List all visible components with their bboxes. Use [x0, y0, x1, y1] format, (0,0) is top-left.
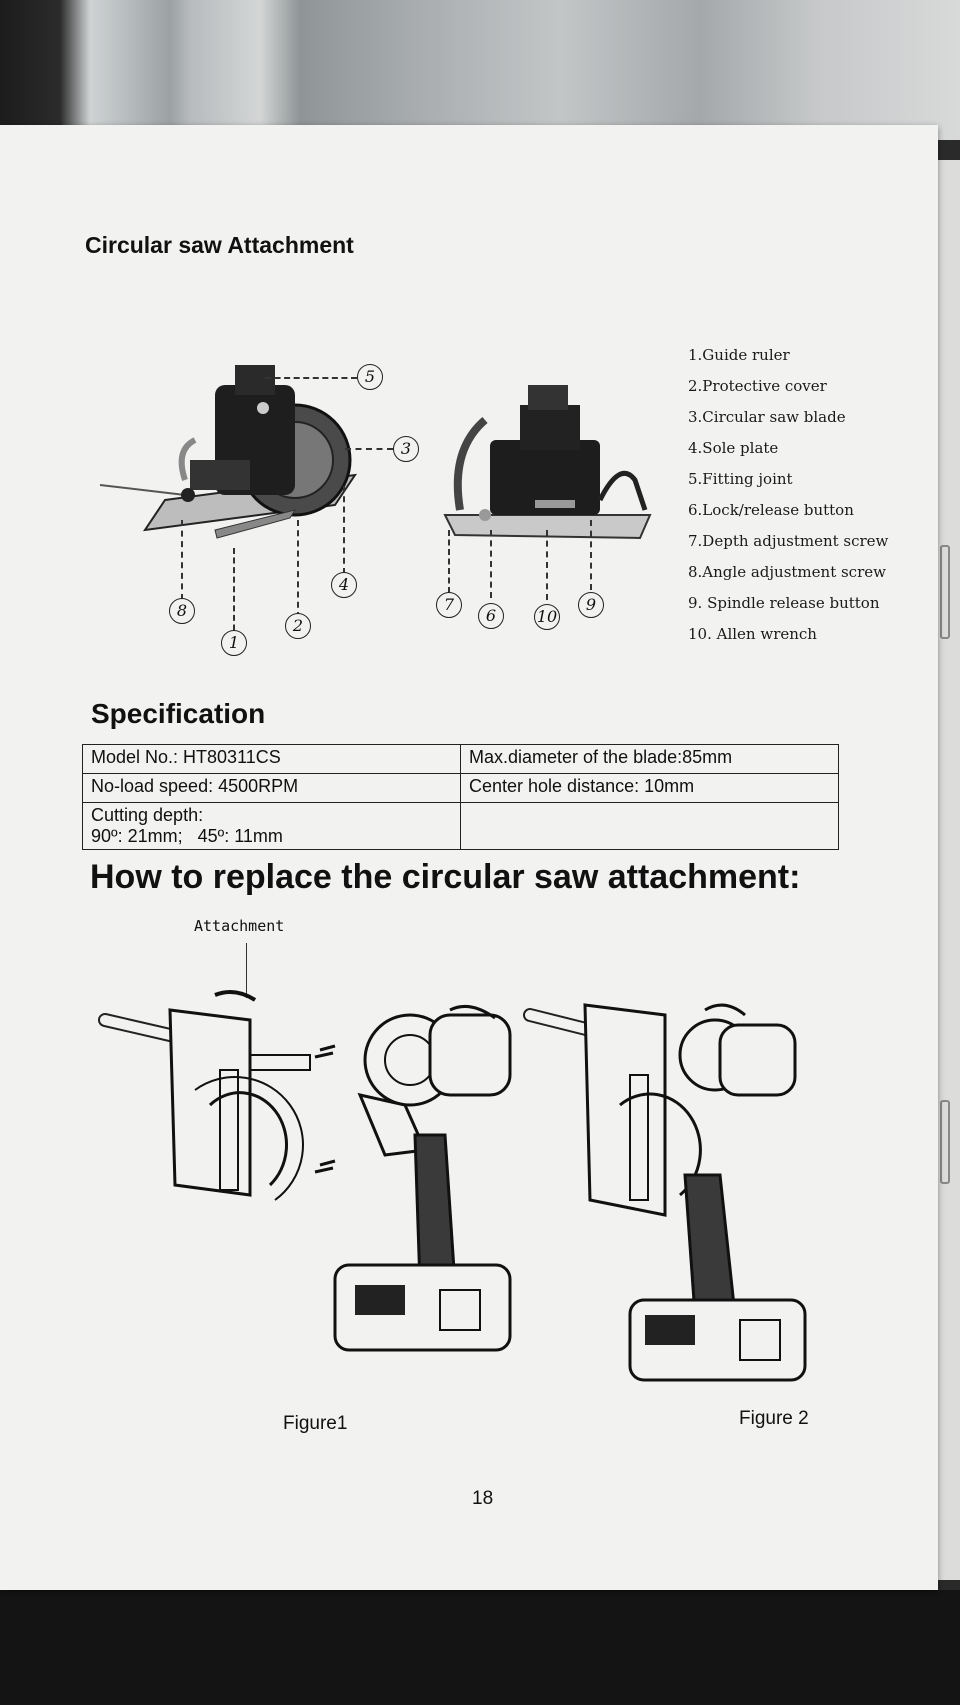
callout-2: 2 — [285, 613, 311, 639]
leader-line — [181, 520, 183, 600]
leader-line — [343, 486, 345, 574]
leader-line — [448, 530, 450, 593]
legend-item: 5.Fitting joint — [688, 470, 793, 488]
callout-4: 4 — [331, 572, 357, 598]
legend-item: 6.Lock/release button — [688, 501, 854, 519]
binding-staple — [940, 1100, 950, 1184]
parts-legend: 1.Guide ruler 2.Protective cover 3.Circu… — [688, 340, 888, 650]
leader-line — [590, 520, 592, 590]
spec-cutting-depth: Cutting depth: 90º: 21mm; 45º: 11mm — [82, 802, 461, 850]
spec-model: Model No.: HT80311CS — [82, 744, 461, 774]
saw-back-illustration — [443, 385, 652, 540]
spec-center-hole: Center hole distance: 10mm — [460, 773, 839, 803]
leader-line — [345, 448, 393, 450]
leader-line — [265, 377, 357, 379]
legend-item: 4.Sole plate — [688, 439, 779, 457]
how-to-title: How to replace the circular saw attachme… — [90, 858, 801, 896]
spec-empty-cell — [460, 802, 839, 850]
legend-item: 8.Angle adjustment screw — [688, 563, 886, 581]
page-edge — [938, 160, 960, 1580]
cutting-depth-label: Cutting depth: — [91, 805, 204, 825]
legend-item: 1.Guide ruler — [688, 346, 790, 364]
attachment-pointer — [246, 943, 247, 998]
leader-line — [297, 520, 299, 618]
callout-8: 8 — [169, 598, 195, 624]
callout-3: 3 — [393, 436, 419, 462]
spec-max-diameter: Max.diameter of the blade:85mm — [460, 744, 839, 774]
spec-title: Specification — [91, 698, 266, 729]
photo-background-bottom — [0, 1590, 960, 1705]
leader-line — [233, 548, 235, 640]
spec-table: Model No.: HT80311CS Max.diameter of the… — [82, 744, 839, 850]
leader-line — [546, 530, 548, 600]
legend-item: 7.Depth adjustment screw — [688, 532, 889, 550]
binding-staple — [940, 545, 950, 639]
legend-item: 2.Protective cover — [688, 377, 827, 395]
section-title: Circular saw Attachment — [85, 232, 354, 258]
callout-9: 9 — [578, 592, 604, 618]
figure1-caption: Figure1 — [283, 1413, 348, 1434]
figure2-illustration — [523, 1003, 807, 1382]
legend-item: 3.Circular saw blade — [688, 408, 846, 426]
callout-1: 1 — [221, 630, 247, 656]
callout-10: 10 — [534, 604, 560, 630]
spec-speed: No-load speed: 4500RPM — [82, 773, 461, 803]
figure1-illustration — [98, 989, 512, 1352]
figure2-caption: Figure 2 — [739, 1408, 809, 1429]
legend-item: 9. Spindle release button — [688, 594, 880, 612]
cutting-depth-values: 90º: 21mm; 45º: 11mm — [91, 826, 283, 846]
photo-background-top — [0, 0, 960, 140]
callout-5: 5 — [357, 364, 383, 390]
attachment-label: Attachment — [194, 917, 285, 935]
leader-line — [490, 530, 492, 598]
callout-6: 6 — [478, 603, 504, 629]
legend-item: 10. Allen wrench — [688, 625, 817, 643]
callout-7: 7 — [436, 592, 462, 618]
saw-front-illustration — [99, 365, 358, 539]
page-number: 18 — [472, 1488, 494, 1509]
